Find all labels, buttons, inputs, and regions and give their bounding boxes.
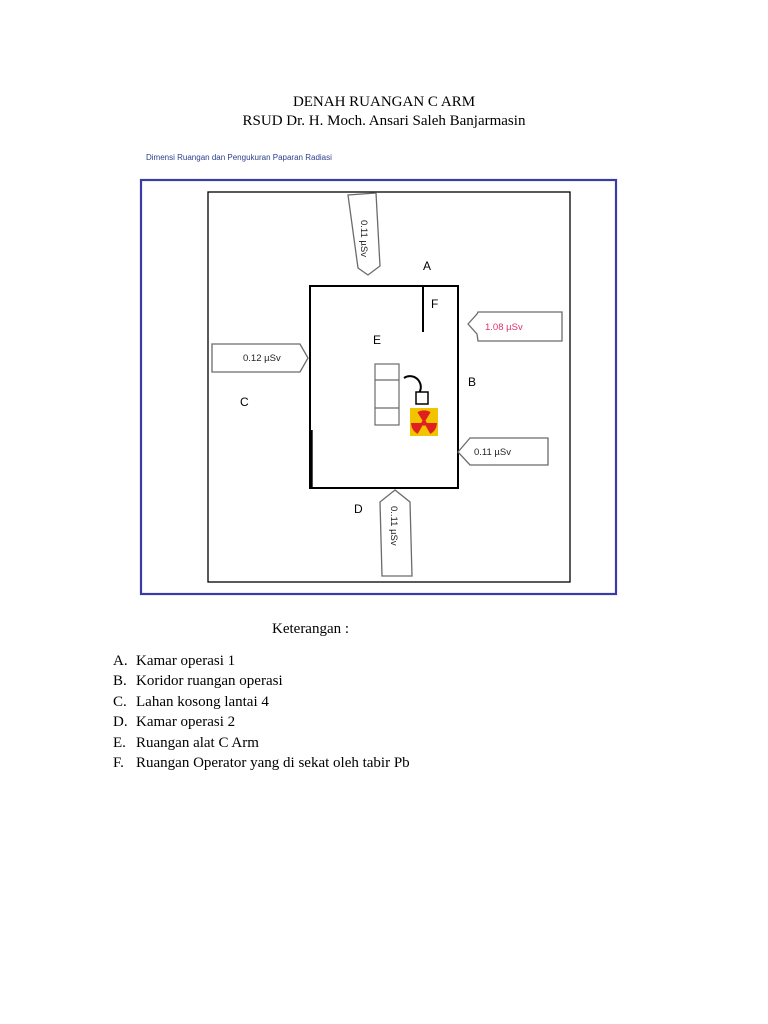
legend-text: Koridor ruangan operasi	[136, 673, 283, 690]
reading-right-lower-callout: 0.11 µSv	[457, 437, 549, 466]
legend-text: Ruangan Operator yang di sekat oleh tabi…	[136, 754, 410, 771]
reading-right-lower-value: 0.11 µSv	[474, 447, 511, 458]
legend-item: D. Kamar operasi 2	[113, 712, 410, 732]
reading-top-value: 0.11 µSv	[358, 220, 369, 257]
document-title: DENAH RUANGAN C ARM	[292, 94, 476, 110]
legend-item: F. Ruangan Operator yang di sekat oleh ta…	[113, 753, 410, 773]
legend-letter: F.	[113, 754, 124, 771]
legend-letter: B.	[113, 673, 127, 690]
reading-bottom-callout: 0..11 µSv	[379, 489, 413, 577]
legend-item: A. Kamar operasi 1	[113, 651, 410, 671]
zone-label-a: A	[423, 259, 431, 273]
zone-label-d: D	[354, 502, 363, 516]
legend-caption: Keterangan :	[272, 621, 350, 637]
legend-letter: D.	[113, 714, 128, 731]
floor-plan-figure: Dimensi Ruangan dan Pengukuran Paparan R…	[112, 142, 660, 617]
legend-letter: A.	[113, 653, 128, 669]
reading-left-callout: 0.12 µSv	[211, 343, 309, 373]
c-arm-room-wall	[309, 285, 459, 489]
legend-list: A. Kamar operasi 1 B. Koridor ruangan oper…	[113, 651, 410, 773]
reading-bottom-value: 0..11 µSv	[388, 506, 399, 546]
document-subtitle: RSUD Dr. H. Moch. Ansari Saleh Banjarmas…	[242, 113, 526, 129]
zone-label-c: C	[240, 395, 249, 409]
floor-plan-svg: Dimensi Ruangan dan Pengukuran Paparan R…	[139, 153, 618, 596]
zone-label-f: F	[431, 297, 438, 311]
reading-right-upper-callout: 1.08 µSv	[467, 311, 563, 342]
legend-letter: C.	[113, 693, 127, 710]
legend-text: Kamar operasi 1	[136, 653, 236, 669]
radiation-warning-icon	[410, 408, 438, 436]
legend-item: C. Lahan kosong lantai 4	[113, 692, 410, 712]
c-arm-equipment-icon	[374, 363, 429, 426]
outer-frame	[139, 178, 618, 596]
figure-heading: Dimensi Ruangan dan Pengukuran Paparan R…	[146, 153, 332, 162]
legend-item: B. Koridor ruangan operasi	[113, 671, 410, 691]
zone-label-b: B	[468, 375, 476, 389]
legend-item: E. Ruangan alat C Arm	[113, 733, 410, 753]
reading-left-value: 0.12 µSv	[243, 353, 281, 364]
legend-text: Kamar operasi 2	[136, 714, 236, 731]
zone-label-e: E	[373, 333, 381, 347]
building-outline	[207, 191, 571, 583]
reading-top-callout: 0.11 µSv	[347, 192, 381, 276]
legend-text: Ruangan alat C Arm	[136, 734, 259, 751]
legend-letter: E.	[113, 734, 126, 751]
legend-text: Lahan kosong lantai 4	[136, 693, 269, 710]
reading-right-upper-value: 1.08 µSv	[485, 322, 523, 333]
